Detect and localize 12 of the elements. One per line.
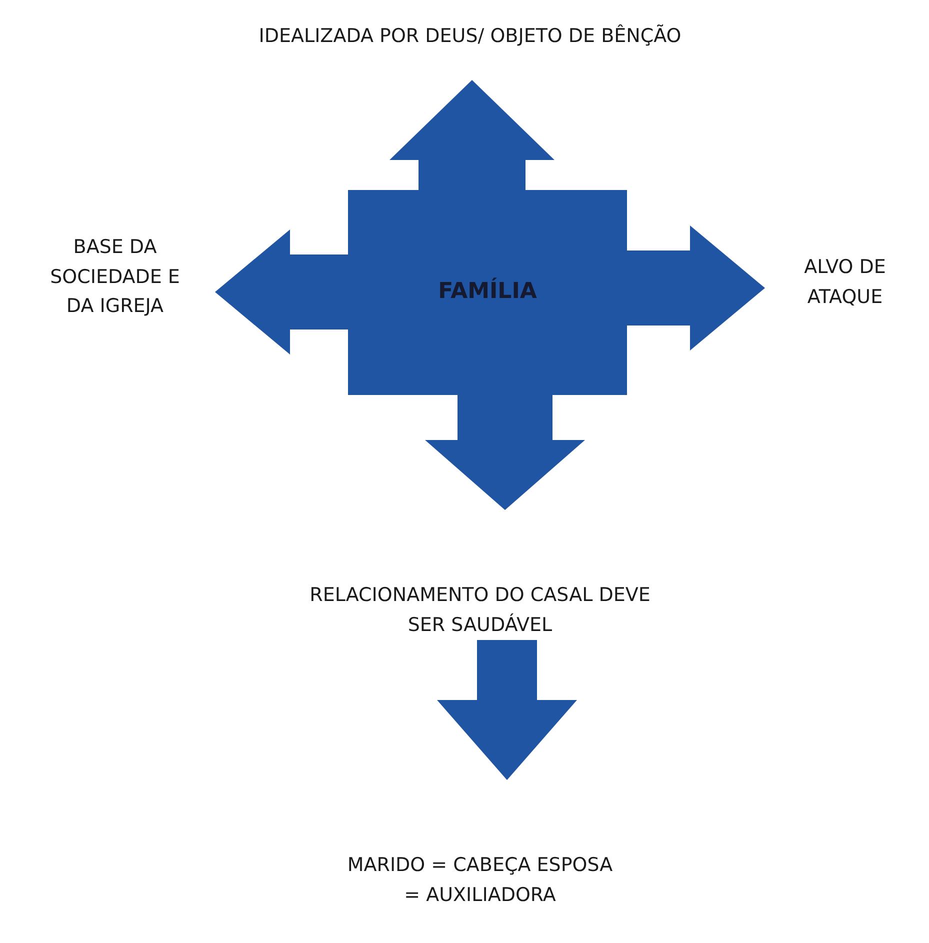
- block-arrow: [425, 395, 585, 510]
- block-arrow: [627, 226, 765, 350]
- node-text: MARIDO = CABEÇA ESPOSA = AUXILIADORA: [346, 853, 614, 908]
- block-arrow: [437, 640, 577, 780]
- center-square: [348, 190, 627, 395]
- block-arrow: [215, 230, 348, 354]
- node-text: IDEALIZADA POR DEUS/ OBJETO DE BÊNÇÃO: [258, 23, 682, 49]
- center-title: FAMÍLIA: [438, 276, 537, 306]
- node-text: ALVO DE ATAQUE: [803, 255, 887, 310]
- node-text: BASE DA SOCIEDADE E DA IGREJA: [50, 235, 180, 320]
- node-text: RELACIONAMENTO DO CASAL DEVE SER SAUDÁVEL: [308, 583, 652, 638]
- block-arrow: [390, 80, 554, 190]
